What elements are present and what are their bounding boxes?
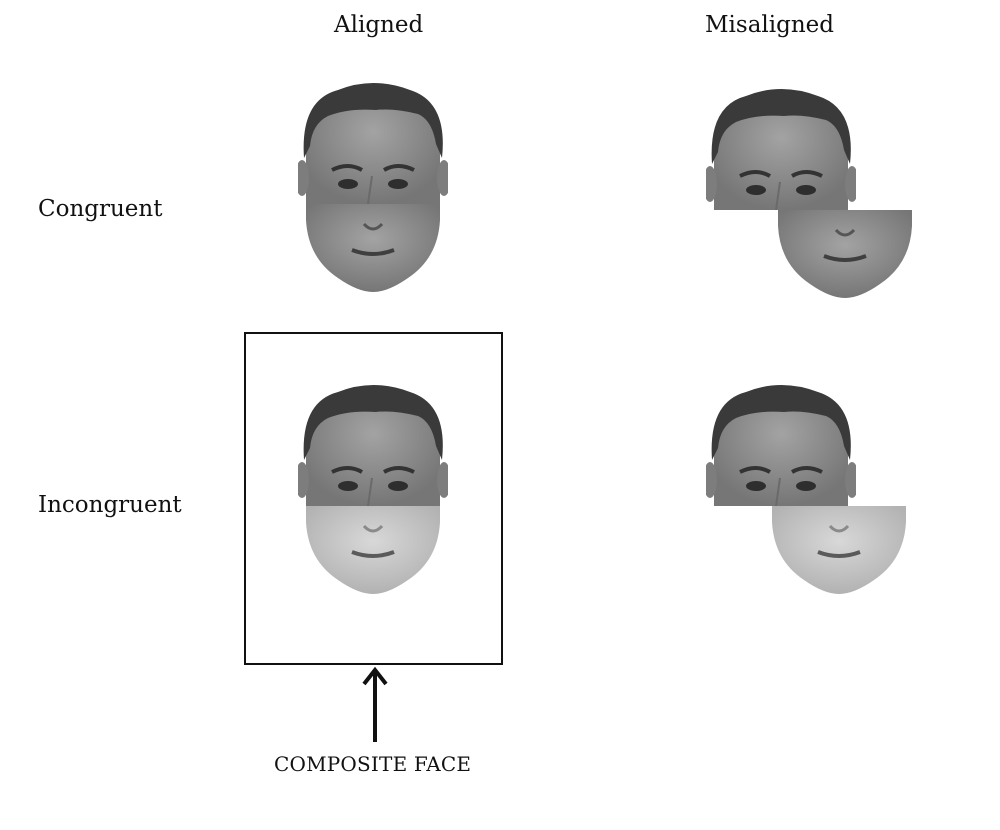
up-arrow-icon [362, 666, 388, 742]
row-heading-congruent: Congruent [38, 196, 163, 222]
misaligned-congruent-face [706, 86, 920, 300]
column-heading-aligned: Aligned [334, 12, 424, 38]
aligned-incongruent-face [298, 382, 448, 596]
composite-face-caption: COMPOSITE FACE [274, 752, 472, 776]
misaligned-incongruent-face [706, 382, 920, 596]
column-heading-misaligned: Misaligned [705, 12, 835, 38]
composite-face-frame [244, 332, 503, 665]
row-heading-incongruent: Incongruent [38, 492, 182, 518]
aligned-congruent-face [298, 80, 448, 294]
